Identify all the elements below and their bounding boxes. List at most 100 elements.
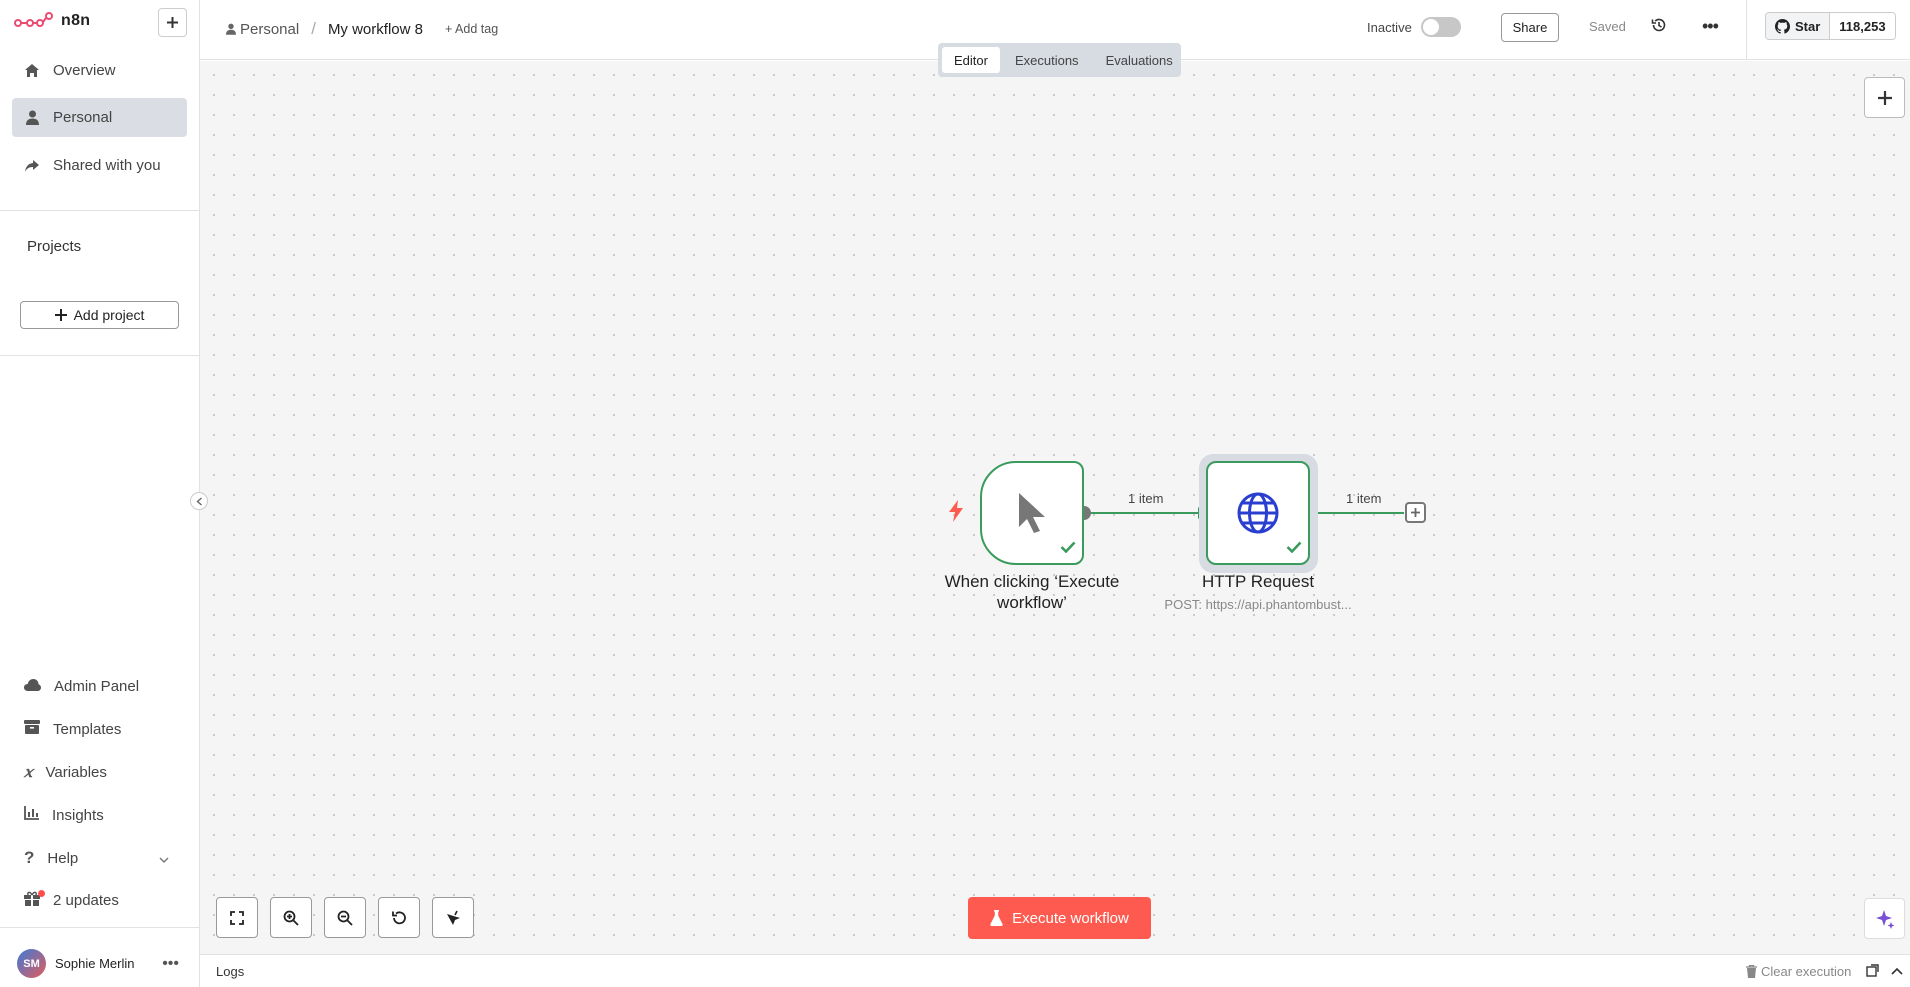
user-icon (24, 110, 40, 126)
sidebar-item-label: Insights (52, 806, 104, 824)
notification-dot (38, 889, 45, 897)
tab-executions[interactable]: Executions (1014, 52, 1079, 68)
sidebar-item-overview[interactable]: Overview (12, 51, 187, 90)
box-icon (24, 720, 40, 738)
github-star-label: Star (1795, 18, 1821, 34)
add-next-node-button[interactable] (1405, 502, 1426, 523)
tab-editor[interactable]: Editor (942, 47, 1000, 73)
sidebar-item-label: Shared with you (53, 157, 161, 174)
share-button[interactable]: Share (1501, 13, 1559, 42)
globe-icon (1237, 492, 1279, 534)
edge-label: 1 item (1128, 491, 1164, 506)
execute-workflow-label: Execute workflow (1012, 909, 1129, 927)
user-menu[interactable]: SM Sophie Merlin ••• (0, 940, 199, 987)
cloud-icon (24, 678, 41, 695)
logs-controls (1866, 964, 1903, 977)
header-divider (1746, 0, 1747, 60)
workflow-canvas[interactable]: When clicking ‘Execute workflow’ HTTP Re… (200, 61, 1910, 954)
sidebar-item-label: 2 updates (53, 891, 119, 909)
divider (0, 210, 199, 211)
github-star[interactable]: Star (1766, 13, 1831, 39)
variable-icon: 𝑥 (24, 763, 33, 781)
sidebar-item-templates[interactable]: Templates (12, 711, 187, 747)
node-manual-trigger[interactable] (980, 461, 1084, 565)
zoom-in-button[interactable] (270, 897, 312, 938)
sidebar-item-help[interactable]: ? Help (12, 840, 187, 876)
clear-execution-label: Clear execution (1761, 964, 1852, 979)
plus-icon (167, 17, 178, 28)
fit-view-icon (230, 910, 244, 925)
sidebar-item-shared[interactable]: Shared with you (12, 146, 187, 185)
more-options-icon[interactable]: ••• (1702, 16, 1719, 36)
logs-title: Logs (216, 964, 245, 979)
create-new-button[interactable] (158, 8, 187, 37)
plus-icon (54, 309, 67, 321)
broom-icon (447, 910, 460, 925)
user-name: Sophie Merlin (55, 956, 135, 971)
node-http-request[interactable] (1206, 461, 1310, 565)
success-check-icon (1286, 540, 1302, 557)
edge-label: 1 item (1346, 491, 1382, 506)
sidebar-item-label: Personal (53, 109, 113, 126)
plus-icon (1411, 508, 1420, 517)
breadcrumb-separator: / (311, 19, 316, 38)
reset-zoom-button[interactable] (378, 897, 420, 938)
chart-icon (24, 806, 39, 824)
projects-title: Projects (27, 238, 82, 255)
activation-status-label: Inactive (1367, 19, 1412, 35)
chevron-up-icon[interactable] (1891, 967, 1903, 975)
saved-status: Saved (1589, 19, 1626, 34)
cursor-icon (1019, 493, 1045, 533)
history-icon[interactable] (1651, 17, 1667, 37)
sidebar-item-label: Templates (53, 720, 122, 738)
ai-assistant-button[interactable] (1864, 898, 1905, 939)
pop-out-icon[interactable] (1866, 964, 1879, 977)
more-options-icon[interactable]: ••• (162, 954, 179, 972)
zoom-out-button[interactable] (324, 897, 366, 938)
share-icon (24, 158, 40, 174)
success-check-icon (1060, 540, 1076, 557)
logo-row: n8n (0, 0, 199, 44)
plus-icon (1877, 90, 1892, 105)
breadcrumb-project[interactable]: Personal (226, 21, 299, 38)
add-tag-link[interactable]: + Add tag (444, 22, 499, 36)
sidebar: n8n Overview Personal Shared with you Pr… (0, 0, 200, 987)
sidebar-item-updates[interactable]: 2 updates (12, 882, 187, 918)
trigger-bolt-icon (948, 500, 964, 526)
view-tabs: Editor Executions Evaluations (938, 43, 1181, 77)
breadcrumb: Personal / My workflow 8 + Add tag (226, 19, 498, 39)
collapse-sidebar-button[interactable] (190, 492, 208, 510)
flask-icon (990, 910, 1003, 926)
sidebar-item-insights[interactable]: Insights (12, 797, 187, 833)
chevron-left-icon (195, 496, 202, 506)
tab-evaluations[interactable]: Evaluations (1105, 52, 1173, 68)
workflow-name[interactable]: My workflow 8 (327, 20, 423, 38)
sidebar-item-label: Admin Panel (54, 677, 140, 695)
node-subtitle: POST: https://api.phantombust... (1164, 597, 1352, 612)
add-node-button[interactable] (1864, 77, 1905, 118)
active-toggle[interactable] (1420, 17, 1461, 37)
add-project-button[interactable]: Add project (20, 301, 179, 329)
undo-icon (392, 910, 406, 924)
logo-text: n8n (61, 12, 91, 29)
question-icon: ? (24, 848, 35, 867)
github-star-button[interactable]: Star 118,253 (1765, 12, 1896, 40)
logs-panel-bar[interactable]: Logs Clear execution (200, 954, 1910, 987)
user-icon (226, 23, 236, 35)
fit-view-button[interactable] (216, 897, 258, 938)
execute-workflow-button[interactable]: Execute workflow (968, 897, 1151, 939)
tidy-up-button[interactable] (432, 897, 474, 938)
add-project-label: Add project (73, 307, 145, 323)
gift-icon (24, 889, 45, 910)
sidebar-item-variables[interactable]: 𝑥 Variables (12, 754, 187, 790)
clear-execution-button[interactable]: Clear execution (1746, 964, 1851, 979)
trash-icon (1746, 965, 1757, 978)
github-icon (1775, 18, 1790, 34)
n8n-logo[interactable]: n8n (14, 11, 90, 31)
sidebar-item-admin-panel[interactable]: Admin Panel (12, 668, 187, 704)
github-star-count: 118,253 (1830, 13, 1895, 39)
home-icon (24, 63, 40, 79)
zoom-in-icon (283, 910, 299, 926)
avatar: SM (17, 949, 46, 978)
sidebar-item-personal[interactable]: Personal (12, 98, 187, 137)
